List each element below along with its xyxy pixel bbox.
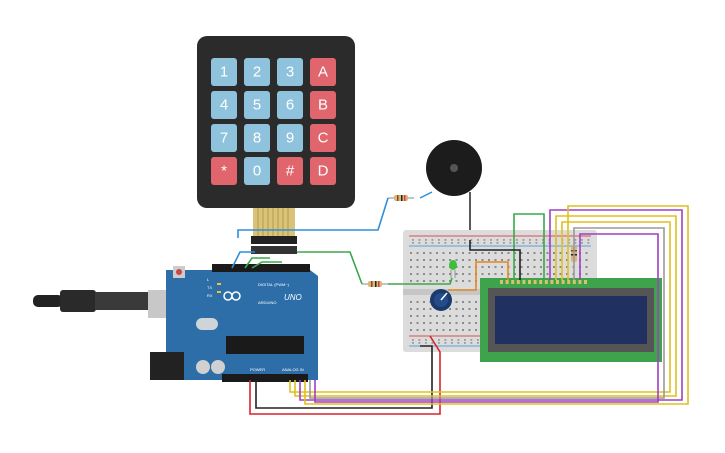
keypad-keys: 1 2 3 A 4 5 6 B 7 8 9 C * 0 # D	[211, 58, 336, 185]
key-4[interactable]: 4	[211, 91, 237, 119]
buzzer-hole	[450, 164, 458, 172]
key-label: 7	[220, 130, 228, 147]
arduino-logo	[223, 291, 233, 301]
key-3[interactable]: 3	[277, 58, 303, 86]
model-label: UNO	[284, 293, 302, 302]
wire-gnd[interactable]	[255, 345, 433, 409]
key-label: 3	[286, 64, 294, 81]
key-*[interactable]: *	[211, 157, 237, 185]
arduino-board	[166, 270, 318, 380]
wire-buzzer-signal[interactable]	[237, 197, 389, 238]
l-label: L	[207, 277, 210, 282]
wire-lcd-6[interactable]	[314, 233, 659, 403]
wire-keypad-3[interactable]	[251, 261, 282, 269]
key-D[interactable]: D	[310, 157, 336, 185]
rx-label: RX	[207, 293, 213, 298]
power-label: POWER	[250, 367, 265, 372]
resistor-buzzer[interactable]	[388, 195, 414, 201]
wires	[231, 197, 689, 415]
key-0[interactable]: 0	[244, 157, 270, 185]
key-label: 2	[253, 64, 261, 81]
key-#[interactable]: #	[277, 157, 303, 185]
brand-label: ARDUINO	[258, 300, 276, 305]
arduino-uno[interactable]: DIGITAL (PWM~) ARDUINO UNO TX RX L POWER…	[33, 264, 318, 382]
usb-cable	[33, 290, 178, 318]
key-label: 6	[286, 97, 294, 114]
key-C[interactable]: C	[310, 124, 336, 152]
lcd-pins	[500, 280, 587, 284]
key-label: *	[221, 163, 227, 180]
keypad-ribbon	[251, 208, 297, 254]
key-label: D	[318, 163, 329, 180]
key-B[interactable]: B	[310, 91, 336, 119]
power-jack	[150, 352, 184, 380]
key-label: 0	[253, 163, 261, 180]
capacitor-1	[196, 360, 210, 374]
key-9[interactable]: 9	[277, 124, 303, 152]
resistor-led[interactable]	[362, 281, 388, 287]
key-label: A	[318, 64, 328, 81]
digital-header	[212, 264, 310, 272]
power-analog-header	[222, 374, 308, 382]
lcd-display[interactable]	[480, 278, 662, 362]
wire-pot-contrast[interactable]	[448, 261, 509, 291]
keypad[interactable]: 1 2 3 A 4 5 6 B 7 8 9 C * 0 # D	[197, 36, 355, 254]
wire-lcd-1[interactable]	[289, 221, 671, 393]
wire-lcd-5[interactable]	[309, 227, 665, 399]
wire-lcd-2[interactable]	[294, 215, 677, 397]
wire-5v[interactable]	[249, 335, 441, 415]
key-label: 9	[286, 130, 294, 147]
key-label: 8	[253, 130, 261, 147]
tx-label: TX	[207, 285, 212, 290]
wire-keypad-2[interactable]	[244, 257, 270, 269]
digital-label: DIGITAL (PWM~)	[258, 282, 290, 287]
key-label: C	[318, 130, 329, 147]
green-led[interactable]	[449, 260, 457, 278]
analog-label: ANALOG IN	[282, 367, 304, 372]
key-label: 5	[253, 97, 261, 114]
lcd-screen	[495, 296, 647, 344]
piezo-buzzer[interactable]	[419, 140, 482, 240]
wire-lcd-7[interactable]	[513, 213, 545, 280]
key-A[interactable]: A	[310, 58, 336, 86]
key-1[interactable]: 1	[211, 58, 237, 86]
wire-led-bb[interactable]	[388, 277, 453, 285]
key-label: B	[318, 97, 328, 114]
atmega-chip	[226, 336, 304, 354]
key-2[interactable]: 2	[244, 58, 270, 86]
key-label: #	[286, 163, 295, 180]
key-8[interactable]: 8	[244, 124, 270, 152]
key-6[interactable]: 6	[277, 91, 303, 119]
key-label: 4	[220, 97, 228, 114]
key-7[interactable]: 7	[211, 124, 237, 152]
wire-lcd-3[interactable]	[299, 209, 683, 401]
crystal	[196, 318, 218, 330]
wire-keypad-1[interactable]	[231, 251, 255, 269]
key-5[interactable]: 5	[244, 91, 270, 119]
potentiometer[interactable]	[430, 289, 452, 311]
wire-buzzer-gnd[interactable]	[469, 240, 521, 280]
capacitor-2	[211, 360, 225, 374]
wire-lcd-4[interactable]	[304, 205, 689, 405]
key-label: 1	[220, 64, 228, 81]
wire-led-signal[interactable]	[297, 251, 363, 285]
